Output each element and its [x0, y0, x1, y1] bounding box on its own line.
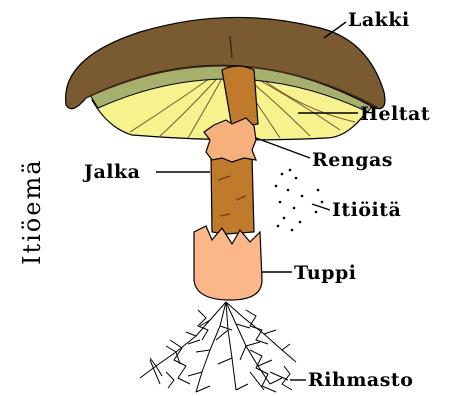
label-rihmasto: Rihmasto	[308, 369, 413, 391]
label-itioita: Itiöitä	[332, 199, 401, 221]
label-heltat: Heltat	[360, 103, 430, 125]
spores	[275, 169, 324, 232]
leader-itioita	[312, 204, 330, 210]
label-tuppi: Tuppi	[294, 262, 357, 284]
volva	[194, 226, 262, 300]
leader-rengas	[256, 138, 310, 158]
diagram-title: Itiöemä	[18, 158, 46, 265]
label-jalka: Jalka	[82, 161, 141, 183]
label-rengas: Rengas	[312, 149, 393, 171]
mycelium	[140, 302, 296, 392]
label-lakki: Lakki	[348, 9, 410, 31]
